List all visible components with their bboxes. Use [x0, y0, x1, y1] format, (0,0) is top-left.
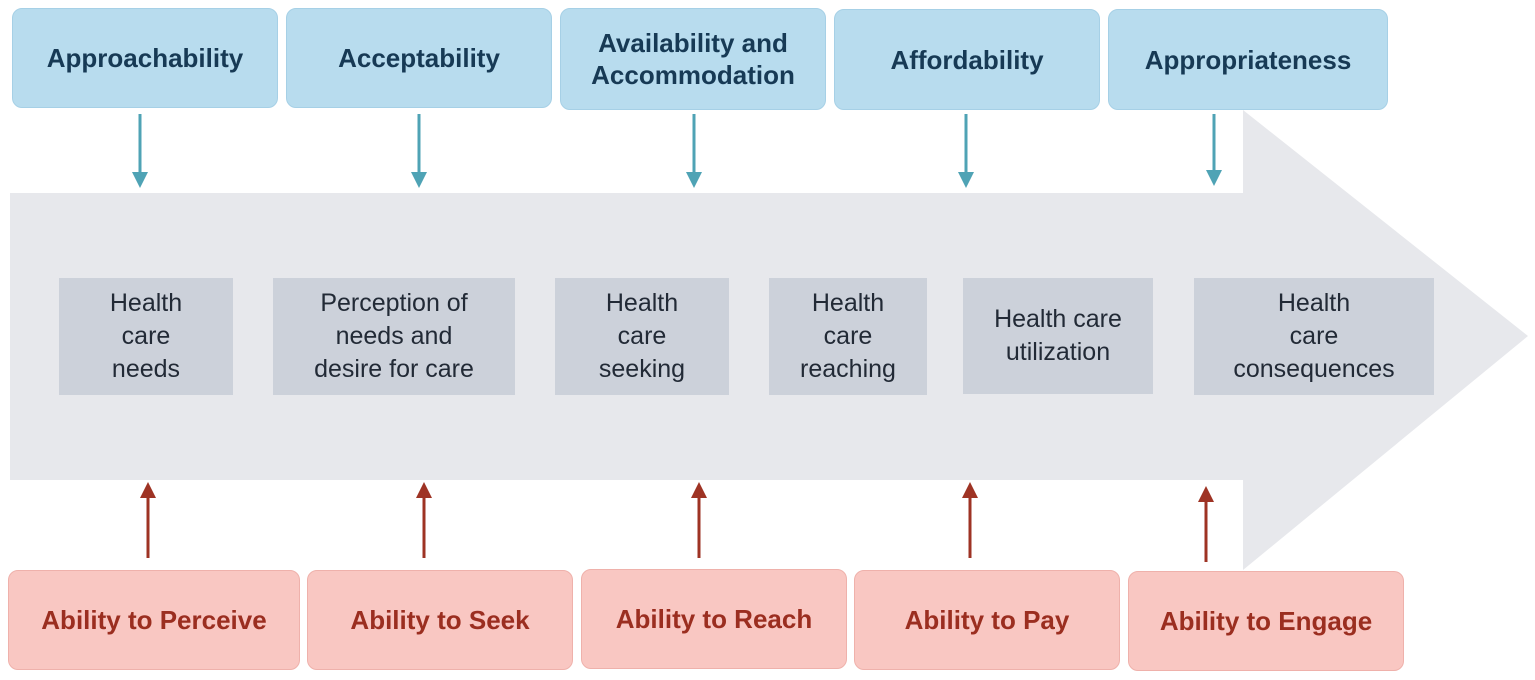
- stage-health-care-utilization: Health care utilization: [963, 278, 1153, 394]
- stage-health-care-seeking: Health care seeking: [555, 278, 729, 395]
- ability-to-perceive: Ability to Perceive: [8, 570, 300, 670]
- dimension-approachability: Approachability: [12, 8, 278, 108]
- stage-health-care-reaching: Health care reaching: [769, 278, 927, 395]
- dimension-availability-accommodation: Availability and Accommodation: [560, 8, 826, 110]
- stage-health-care-consequences: Health care consequences: [1194, 278, 1434, 395]
- stage-perception-of-needs: Perception of needs and desire for care: [273, 278, 515, 395]
- ability-to-reach: Ability to Reach: [581, 569, 847, 669]
- ability-to-engage: Ability to Engage: [1128, 571, 1404, 671]
- dimension-acceptability: Acceptability: [286, 8, 552, 108]
- ability-to-seek: Ability to Seek: [307, 570, 573, 670]
- dimension-affordability: Affordability: [834, 9, 1100, 110]
- dimension-appropriateness: Appropriateness: [1108, 9, 1388, 110]
- ability-to-pay: Ability to Pay: [854, 570, 1120, 670]
- stage-health-care-needs: Health care needs: [59, 278, 233, 395]
